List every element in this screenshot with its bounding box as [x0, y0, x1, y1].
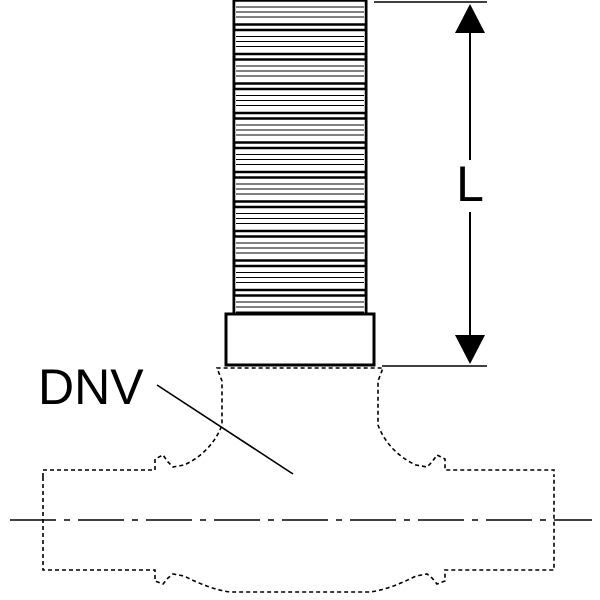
rod-rib — [232, 58, 368, 85]
extension-rod — [232, 0, 368, 321]
rod-rib — [232, 117, 368, 144]
rod-rib — [232, 264, 368, 292]
rod-rib — [232, 0, 368, 26]
dimension-l: L — [374, 1, 487, 367]
valve-body — [42, 367, 555, 593]
leader-line — [156, 384, 294, 475]
arrowhead-up-icon — [455, 4, 485, 33]
arrowhead-down-icon — [455, 335, 485, 364]
rod-rib — [232, 28, 368, 56]
coupling-sleeve — [224, 312, 376, 367]
rod-rib — [232, 146, 368, 174]
valve-body-bottom-outline — [42, 477, 555, 593]
dimension-label: L — [456, 156, 484, 212]
rod-rib — [232, 235, 368, 262]
rod-ribs — [232, 0, 368, 321]
rod-rib — [232, 205, 368, 233]
component-label: DNV — [38, 359, 144, 415]
rod-rib — [232, 176, 368, 203]
rod-rib — [232, 87, 368, 115]
